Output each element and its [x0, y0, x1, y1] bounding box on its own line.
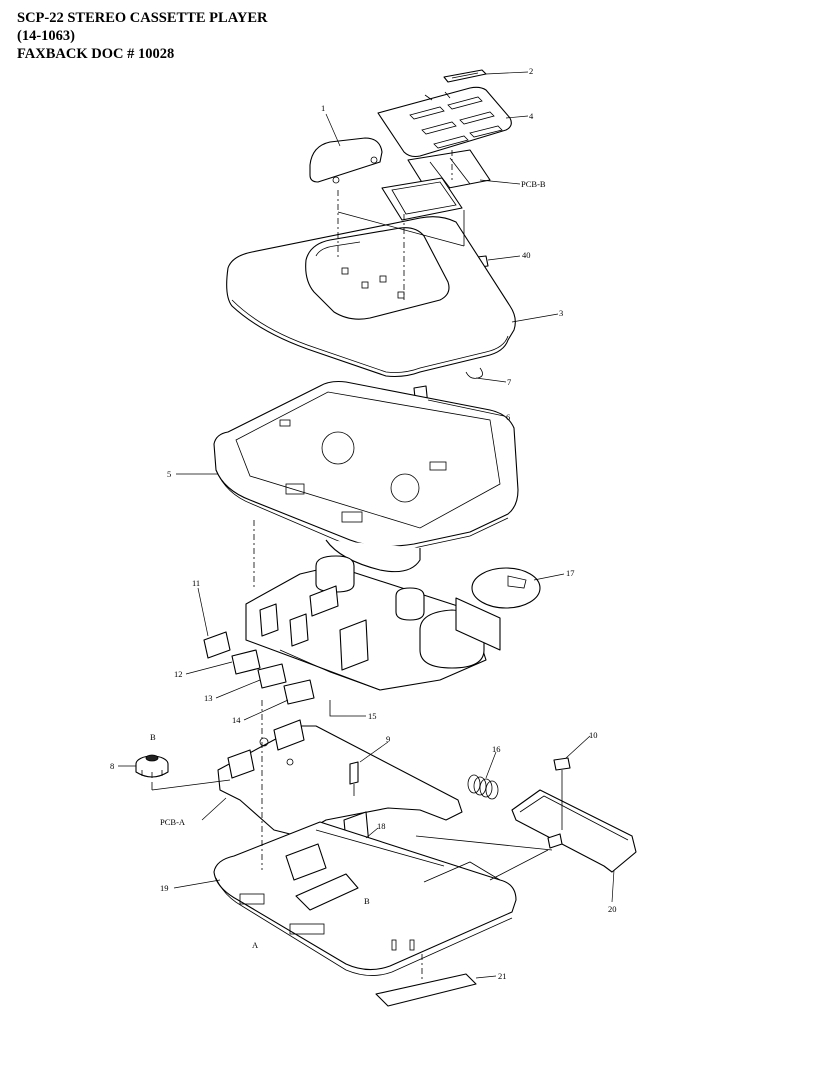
callout-14: 14	[232, 715, 241, 725]
callout-b-knob: B	[150, 732, 156, 742]
model-title: SCP-22 STEREO CASSETTE PLAYER	[17, 10, 268, 26]
part-9-pin	[349, 761, 359, 796]
callout-12: 12	[174, 669, 183, 679]
part-2-slide-button	[443, 69, 487, 83]
part-4-button-panel	[377, 86, 512, 158]
part-17-flywheel-disc	[471, 567, 541, 609]
callout-labels: 2 4 1 PCB-B 40 3 7 6 5 17 11 12 13 14 15…	[110, 66, 617, 981]
callout-pcb-a: PCB-A	[160, 817, 186, 827]
part-7-spring	[465, 367, 483, 379]
callout-18: 18	[377, 821, 386, 831]
catalog-number: (14-1063)	[17, 28, 75, 44]
part-12-switch	[231, 649, 261, 675]
assembly-guide-lines	[151, 150, 563, 980]
part-8-volume-knob	[135, 754, 169, 778]
part-13-switch	[257, 663, 287, 689]
callout-5: 5	[167, 469, 171, 479]
callout-10: 10	[589, 730, 598, 740]
part-14-switch	[283, 679, 315, 705]
part-15-bracket	[329, 700, 346, 717]
callout-16: 16	[492, 744, 501, 754]
part-3-top-cover	[226, 216, 516, 378]
callout-17: 17	[566, 568, 575, 578]
pcb-a-board	[217, 719, 463, 837]
callout-9: 9	[386, 734, 390, 744]
callout-1: 1	[321, 103, 325, 113]
callout-13: 13	[204, 693, 213, 703]
callout-a: A	[252, 940, 259, 950]
callout-leader-lines	[118, 71, 615, 979]
callout-8: 8	[110, 761, 114, 771]
part-20-battery-cover	[511, 789, 637, 873]
callout-2: 2	[529, 66, 533, 76]
part-21-label-plate	[375, 973, 477, 1007]
callout-11: 11	[192, 578, 200, 588]
faxback-doc-number: FAXBACK DOC # 10028	[17, 46, 175, 62]
callout-6: 6	[506, 412, 510, 422]
callout-15: 15	[368, 711, 377, 721]
callout-40: 40	[522, 250, 531, 260]
callout-19: 19	[160, 883, 169, 893]
tape-mechanism-chassis	[245, 555, 501, 691]
pcb-b-board	[381, 149, 491, 221]
callout-4: 4	[529, 111, 534, 121]
part-5-main-cabinet	[213, 380, 519, 573]
callout-pcb-b: PCB-B	[521, 179, 546, 189]
callout-3: 3	[559, 308, 563, 318]
callout-21: 21	[498, 971, 507, 981]
part-11-switch	[203, 631, 231, 659]
part-10-pad	[553, 757, 571, 771]
part-16-coil-spring	[467, 774, 499, 800]
callout-b-cabinet: B	[364, 896, 370, 906]
callout-7: 7	[507, 377, 511, 387]
part-19-bottom-cabinet	[213, 821, 517, 976]
callout-20: 20	[608, 904, 617, 914]
document-title-block: SCP-22 STEREO CASSETTE PLAYER (14-1063) …	[17, 9, 267, 63]
part-1-cassette-door	[309, 137, 383, 184]
